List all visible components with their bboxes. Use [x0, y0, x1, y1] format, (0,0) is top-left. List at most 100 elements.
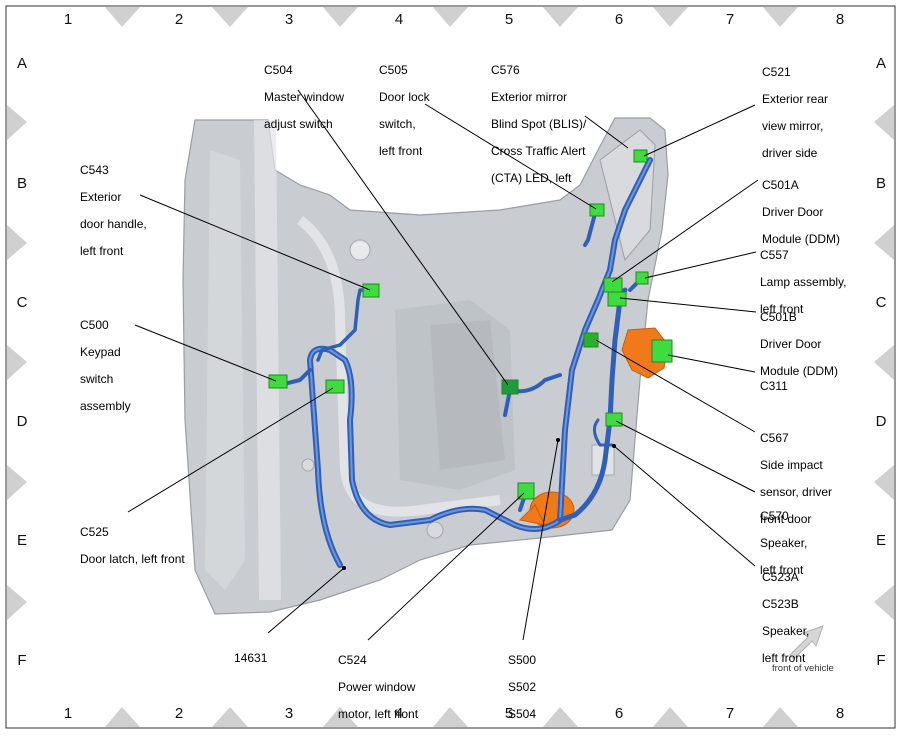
col-label-2: 2	[174, 11, 184, 28]
callout-c557-line2: left front	[760, 301, 804, 316]
grid-markers-left	[7, 105, 27, 620]
callout-c523-id-a: C523A	[762, 569, 799, 584]
callout-c311-id: C311	[760, 378, 788, 393]
row-label-c: C	[16, 294, 28, 311]
callout-c525: C525 Door latch, left front	[80, 512, 185, 580]
col-label-4-bottom: 4	[394, 705, 404, 722]
callout-s500: S500	[508, 652, 537, 667]
callout-c570-line2: left front	[760, 562, 804, 577]
callout-c311: C311	[760, 366, 788, 407]
callout-c567-id: C567	[760, 430, 789, 445]
callout-c543-id: C543	[80, 162, 109, 177]
connector-c501b	[607, 291, 627, 307]
callout-c501b-line1: Driver Door	[760, 336, 822, 351]
connector-c505	[589, 203, 605, 217]
callout-c504-id: C504	[264, 62, 293, 77]
callout-c523: C523A C523B Speaker, left front	[762, 557, 809, 679]
callout-c500-line2: switch	[80, 371, 114, 386]
grid-markers-bottom	[105, 707, 798, 727]
row-label-e-right: E	[875, 532, 886, 549]
col-label-3: 3	[284, 11, 294, 28]
connector-c567	[583, 332, 599, 348]
callout-c521: C521 Exterior rear view mirror, driver s…	[762, 52, 828, 174]
connector-c543	[362, 283, 380, 298]
row-label-b: B	[16, 175, 27, 192]
col-label-4: 4	[394, 11, 404, 28]
callout-c524-id: C524	[338, 652, 367, 667]
callout-14631-id: 14631	[234, 650, 268, 665]
callout-c505-id: C505	[379, 62, 408, 77]
grid-markers-right	[874, 105, 894, 620]
callout-c570-line1: Speaker,	[760, 535, 808, 550]
callout-c576-line1: Exterior mirror	[491, 89, 568, 104]
callout-c523-line1: Speaker,	[762, 623, 810, 638]
callout-c501a-id: C501A	[762, 177, 799, 192]
callout-c524-line2: motor, left front	[338, 706, 419, 721]
callout-c567-line2: sensor, driver	[760, 484, 833, 499]
callout-splices: S500 S502 S504	[508, 640, 536, 735]
callout-c505-line1: Door lock	[379, 89, 430, 104]
door-inner-panel	[182, 117, 669, 615]
callout-c501a: C501A Driver Door Module (DDM)	[762, 165, 840, 260]
grid-markers-top	[105, 7, 798, 27]
connector-c501a	[603, 277, 623, 293]
row-label-f-right: F	[876, 652, 886, 669]
callout-c576: C576 Exterior mirror Blind Spot (BLIS)/ …	[491, 50, 586, 199]
connector-c500	[268, 374, 288, 389]
callout-c501b-line2: Module (DDM)	[760, 363, 839, 378]
callout-s502: S502	[508, 679, 537, 694]
callout-s504: S504	[508, 706, 537, 721]
row-label-e: E	[16, 532, 27, 549]
callout-c505-line3: left front	[379, 143, 423, 158]
callout-c505-line2: switch,	[379, 116, 416, 131]
connector-c311	[651, 339, 673, 363]
col-label-5-bottom: 5	[504, 705, 514, 722]
callout-c576-line2: Blind Spot (BLIS)/	[491, 116, 587, 131]
callout-c525-line1: Door latch, left front	[80, 551, 185, 566]
front-of-vehicle-arrow-icon	[789, 625, 824, 660]
col-label-8: 8	[835, 11, 845, 28]
callout-c500-line1: Keypad	[80, 344, 121, 359]
row-label-d-right: D	[875, 413, 887, 430]
callout-c501a-line2: Module (DDM)	[762, 231, 841, 246]
col-label-3-bottom: 3	[284, 705, 294, 722]
callout-c500-line3: assembly	[80, 398, 131, 413]
callout-c524: C524 Power window motor, left front	[338, 640, 418, 735]
row-label-d: D	[16, 413, 28, 430]
callout-c576-line4: (CTA) LED, left	[491, 170, 572, 185]
callout-c576-line3: Cross Traffic Alert	[491, 143, 586, 158]
callout-14631: 14631	[234, 638, 267, 679]
callout-c570: C570 Speaker, left front	[760, 496, 807, 591]
callout-c504-line1: Master window	[264, 89, 345, 104]
callout-c557: C557 Lamp assembly, left front	[760, 235, 846, 330]
callout-c501b-id: C501B	[760, 309, 797, 324]
col-label-2-bottom: 2	[174, 705, 184, 722]
callout-c504: C504 Master window adjust switch	[264, 50, 344, 145]
col-label-7-bottom: 7	[725, 705, 735, 722]
callout-c576-id: C576	[491, 62, 520, 77]
col-label-7: 7	[725, 11, 735, 28]
callout-c567-line1: Side impact	[760, 457, 823, 472]
callout-c521-line2: view mirror,	[762, 118, 824, 133]
callout-c543-line3: left front	[80, 243, 124, 258]
row-label-a: A	[16, 55, 27, 72]
callout-c524-line1: Power window	[338, 679, 416, 694]
connector-c570	[605, 412, 623, 427]
col-label-1-bottom: 1	[63, 705, 73, 722]
leader-endpoints	[342, 438, 616, 570]
col-label-6-bottom: 6	[614, 705, 624, 722]
connector-c504	[501, 379, 519, 395]
callout-c504-line2: adjust switch	[264, 116, 333, 131]
callout-c500: C500 Keypad switch assembly	[80, 305, 131, 427]
callout-c543-line2: door handle,	[80, 216, 147, 231]
callout-c521-line1: Exterior rear	[762, 91, 829, 106]
col-label-6: 6	[614, 11, 624, 28]
row-label-c-right: C	[875, 294, 887, 311]
row-label-b-right: B	[875, 175, 886, 192]
callout-c543-line1: Exterior	[80, 189, 122, 204]
callout-c557-line1: Lamp assembly,	[760, 274, 847, 289]
callout-c570-id: C570	[760, 508, 789, 523]
connectors	[268, 149, 673, 500]
col-label-5: 5	[504, 11, 514, 28]
